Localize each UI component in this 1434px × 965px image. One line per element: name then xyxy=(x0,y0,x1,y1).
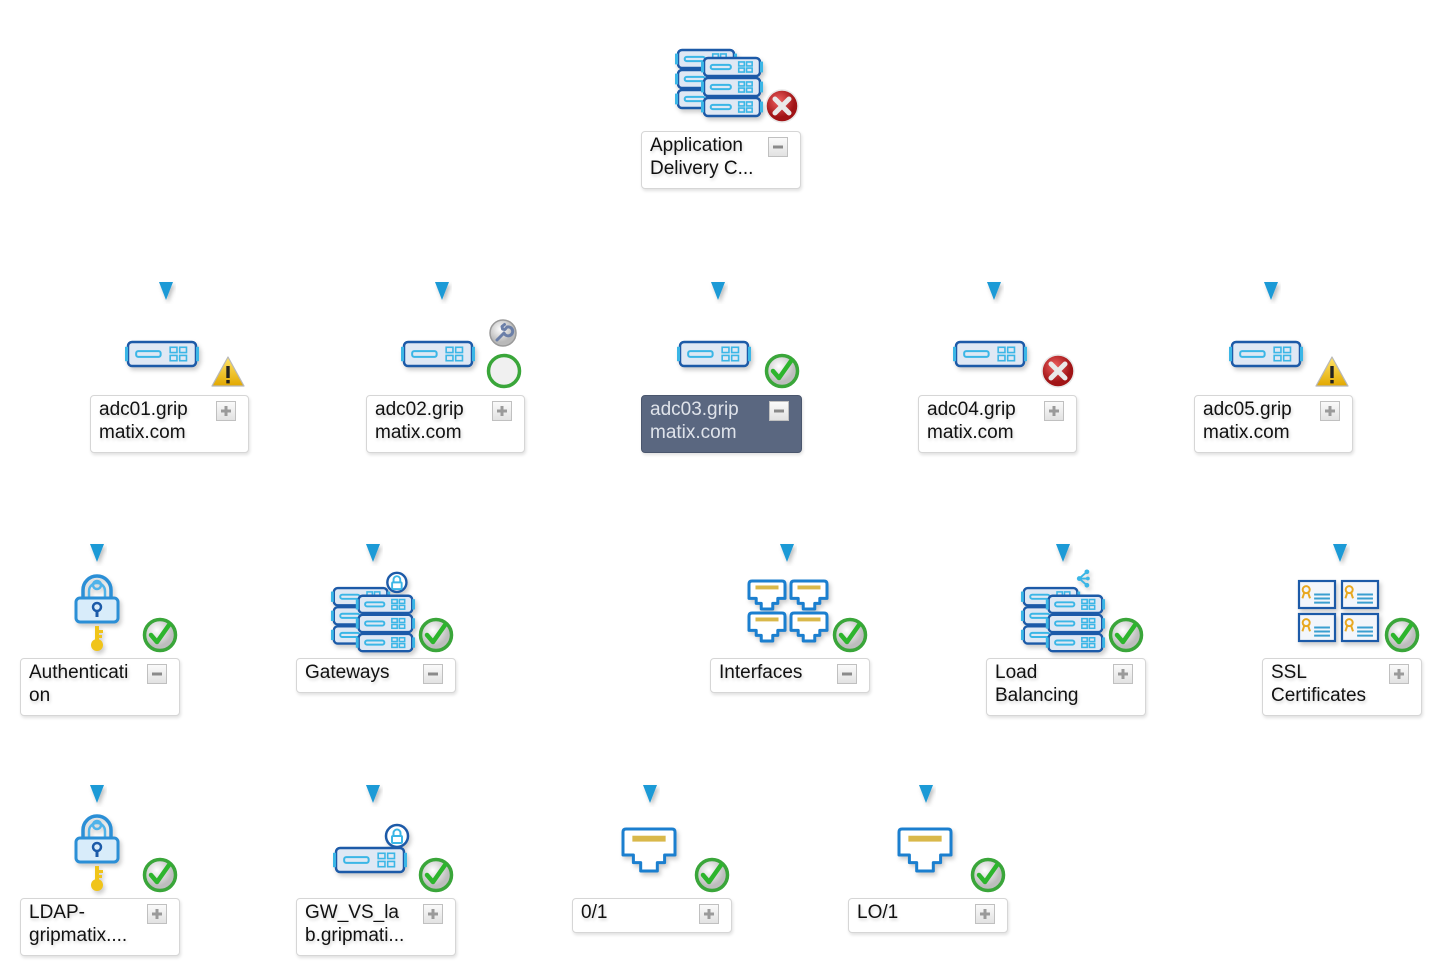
gateway-stack-icon xyxy=(330,570,416,654)
node-label-box[interactable]: LO/1 xyxy=(848,898,1008,933)
node-label: adc01.grip matix.com xyxy=(99,399,188,443)
maintenance-wrench-icon xyxy=(488,318,518,348)
appliance-icon xyxy=(952,338,1028,370)
ok-status-icon xyxy=(694,857,730,893)
node-label-box[interactable]: Application Delivery C... xyxy=(641,131,801,189)
arrowhead xyxy=(643,785,657,803)
ok-status-icon xyxy=(142,857,178,893)
ok-status-icon xyxy=(970,857,1006,893)
ethernet-port-icon xyxy=(896,826,954,874)
expand-button[interactable] xyxy=(1320,401,1340,421)
load-balancer-stack-icon xyxy=(1020,569,1106,654)
node-label: adc04.grip matix.com xyxy=(927,399,1016,443)
collapse-button[interactable] xyxy=(147,664,167,684)
lock-key-icon xyxy=(72,568,122,654)
node-label-box[interactable]: GW_VS_la b.gripmati... xyxy=(296,898,456,956)
node-label: Load Balancing xyxy=(995,662,1079,706)
node-label-box[interactable]: Load Balancing xyxy=(986,658,1146,716)
appliance-icon xyxy=(1228,338,1304,370)
node-label: LO/1 xyxy=(857,902,899,923)
arrowhead xyxy=(435,282,449,300)
node-label: adc03.grip matix.com xyxy=(650,399,739,443)
node-label: Authenticati on xyxy=(29,662,129,706)
appliance-icon xyxy=(400,338,476,370)
arrowhead xyxy=(987,282,1001,300)
arrowhead xyxy=(1056,544,1070,562)
node-label-box[interactable]: adc01.grip matix.com xyxy=(90,395,249,453)
node-label: adc02.grip matix.com xyxy=(375,399,464,443)
ok-status-icon xyxy=(832,617,868,653)
arrowhead xyxy=(366,544,380,562)
node-label-box[interactable]: Interfaces xyxy=(710,658,870,693)
expand-button[interactable] xyxy=(1044,401,1064,421)
appliance-icon xyxy=(124,338,200,370)
node-label-box[interactable]: 0/1 xyxy=(572,898,732,933)
ok-status-icon xyxy=(142,617,178,653)
collapse-button[interactable] xyxy=(837,664,857,684)
expand-button[interactable] xyxy=(975,904,995,924)
ethernet-port-icon xyxy=(620,826,678,874)
ok-status-icon xyxy=(764,353,800,389)
node-label-box[interactable]: Gateways xyxy=(296,658,456,693)
arrowhead xyxy=(159,282,173,300)
collapse-button[interactable] xyxy=(769,401,789,421)
error-status-icon xyxy=(1040,353,1076,389)
node-label: Interfaces xyxy=(719,662,803,683)
ok-status-icon xyxy=(1384,617,1420,653)
arrowhead xyxy=(90,544,104,562)
node-label-box[interactable]: Authenticati on xyxy=(20,658,180,716)
node-label-box[interactable]: adc04.grip matix.com xyxy=(918,395,1077,453)
error-status-icon xyxy=(764,88,800,124)
lock-key-icon xyxy=(72,808,122,894)
node-label-box[interactable]: adc05.grip matix.com xyxy=(1194,395,1353,453)
expand-button[interactable] xyxy=(699,904,719,924)
server-stack-icon xyxy=(674,46,764,118)
warning-status-icon xyxy=(1314,354,1350,390)
arrowhead xyxy=(919,785,933,803)
expand-button[interactable] xyxy=(492,401,512,421)
node-label-box[interactable]: SSL Certificates xyxy=(1262,658,1422,716)
node-label: LDAP- gripmatix.... xyxy=(29,902,128,946)
arrowhead xyxy=(780,544,794,562)
ok-status-icon xyxy=(418,617,454,653)
arrowhead xyxy=(90,785,104,803)
expand-button[interactable] xyxy=(1389,664,1409,684)
warning-status-icon xyxy=(210,354,246,390)
arrowhead xyxy=(711,282,725,300)
certificates-icon xyxy=(1296,578,1380,644)
expand-button[interactable] xyxy=(216,401,236,421)
arrowhead xyxy=(366,785,380,803)
node-label-box-selected[interactable]: adc03.grip matix.com xyxy=(641,395,802,453)
node-label-box[interactable]: LDAP- gripmatix.... xyxy=(20,898,180,956)
node-label: GW_VS_la b.gripmati... xyxy=(305,902,405,946)
unknown-status-icon xyxy=(486,353,522,389)
collapse-button[interactable] xyxy=(423,664,443,684)
ok-status-icon xyxy=(1108,617,1144,653)
node-label: SSL Certificates xyxy=(1271,662,1367,706)
arrowhead xyxy=(1264,282,1278,300)
expand-button[interactable] xyxy=(423,904,443,924)
node-label: 0/1 xyxy=(581,902,608,923)
ok-status-icon xyxy=(418,857,454,893)
node-label-box[interactable]: adc02.grip matix.com xyxy=(366,395,525,453)
gateway-appliance-icon xyxy=(330,822,416,878)
ethernet-ports-icon xyxy=(746,578,830,644)
arrowhead xyxy=(1333,544,1347,562)
appliance-icon xyxy=(676,338,752,370)
expand-button[interactable] xyxy=(147,904,167,924)
collapse-button[interactable] xyxy=(768,137,788,157)
node-label: Gateways xyxy=(305,662,390,683)
expand-button[interactable] xyxy=(1113,664,1133,684)
node-label: Application Delivery C... xyxy=(650,135,754,179)
node-label: adc05.grip matix.com xyxy=(1203,399,1292,443)
